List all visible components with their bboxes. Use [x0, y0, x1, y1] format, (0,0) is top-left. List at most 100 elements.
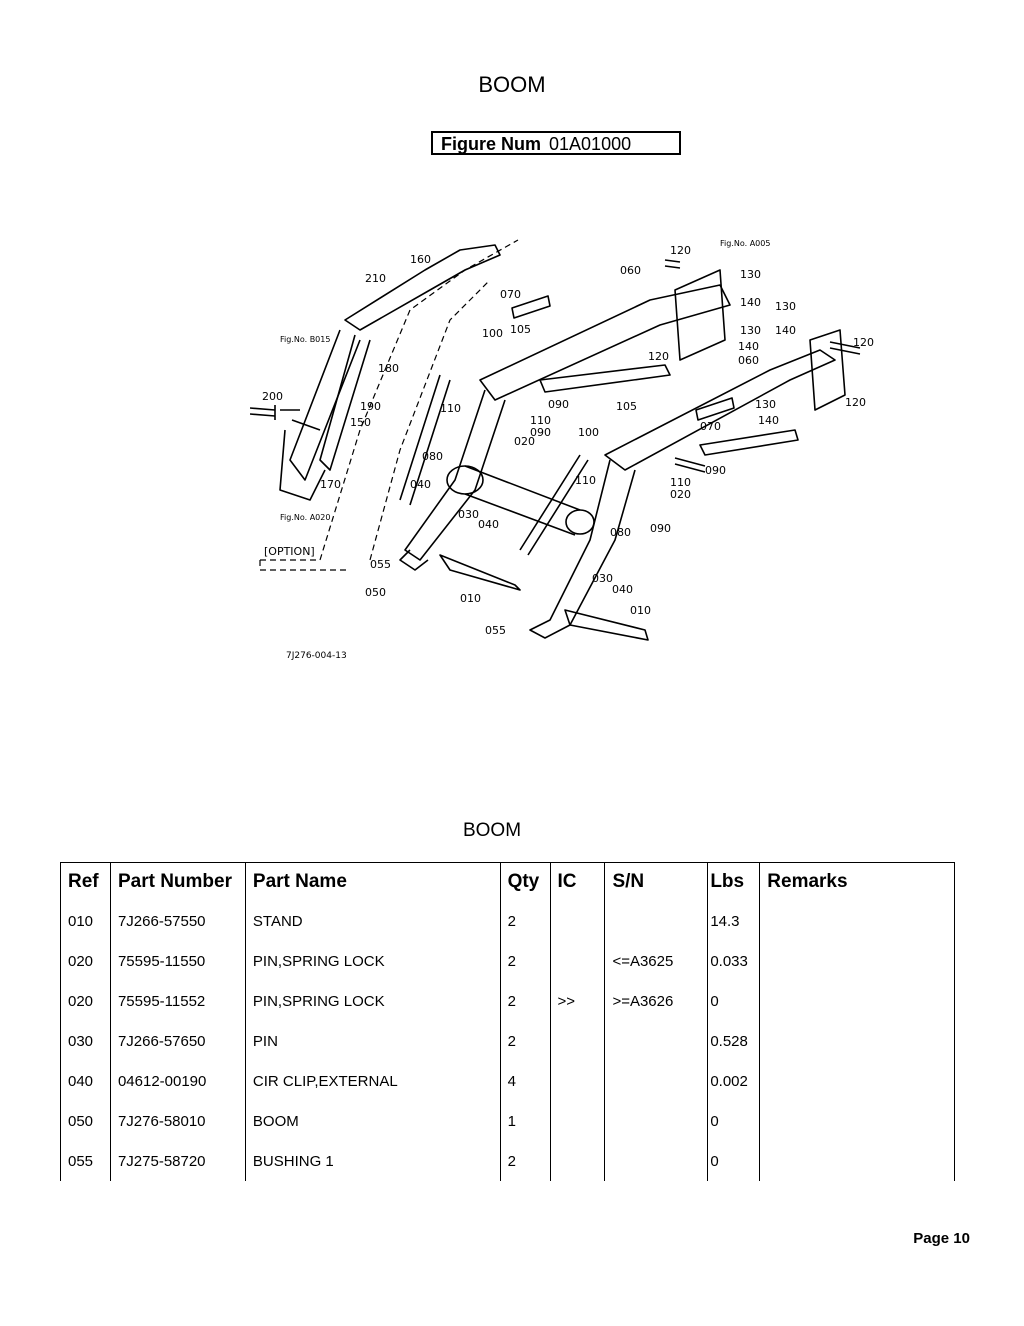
svg-text:090: 090: [530, 426, 551, 439]
cell-lbs: 0: [707, 1101, 760, 1141]
cell-sn: >=A3626: [604, 981, 708, 1021]
svg-text:020: 020: [514, 435, 535, 448]
svg-text:140: 140: [740, 296, 761, 309]
cell-ref: 020: [60, 981, 111, 1021]
header-lbs: Lbs: [707, 862, 760, 901]
cell-sn: [604, 1021, 708, 1061]
header-part-name: Part Name: [244, 862, 501, 901]
table-row: 050 7J276-58010 BOOM 1 0: [60, 1101, 955, 1141]
svg-text:180: 180: [378, 362, 399, 375]
page-number: Page 10: [913, 1230, 970, 1247]
svg-text:070: 070: [500, 288, 521, 301]
fig-ref-b015-left: Fig.No. B015: [280, 335, 330, 344]
cell-ic: [549, 1021, 605, 1061]
cell-qty: 2: [499, 981, 551, 1021]
cell-lbs: 0: [707, 1141, 760, 1181]
table-row: 020 75595-11552 PIN,SPRING LOCK 2 >> >=A…: [60, 981, 955, 1021]
svg-text:110: 110: [575, 474, 596, 487]
parts-table: Ref Part Number Part Name Qty IC S/N Lbs…: [60, 862, 955, 1181]
svg-text:130: 130: [740, 268, 761, 281]
svg-text:120: 120: [670, 244, 691, 257]
cell-part-name: PIN,SPRING LOCK: [244, 941, 501, 981]
cell-ref: 055: [60, 1141, 111, 1181]
svg-text:080: 080: [610, 526, 631, 539]
svg-text:110: 110: [670, 476, 691, 489]
cell-qty: 2: [499, 1141, 551, 1181]
cell-part-number: 75595-11552: [109, 981, 246, 1021]
cell-remarks: [759, 901, 955, 941]
svg-text:100: 100: [578, 426, 599, 439]
header-sn: S/N: [604, 862, 708, 901]
cell-remarks: [759, 1141, 955, 1181]
cell-lbs: 0: [707, 981, 760, 1021]
svg-text:120: 120: [845, 396, 866, 409]
svg-text:055: 055: [485, 624, 506, 637]
cell-part-number: 7J275-58720: [109, 1141, 246, 1181]
svg-text:090: 090: [705, 464, 726, 477]
cell-sn: [604, 901, 708, 941]
svg-text:010: 010: [460, 592, 481, 605]
cell-ic: [549, 941, 605, 981]
cell-qty: 1: [499, 1101, 551, 1141]
svg-text:055: 055: [370, 558, 391, 571]
header-qty: Qty: [499, 862, 551, 901]
cell-qty: 4: [499, 1061, 551, 1101]
svg-text:210: 210: [365, 272, 386, 285]
cell-part-number: 04612-00190: [109, 1061, 246, 1101]
svg-text:060: 060: [620, 264, 641, 277]
svg-text:130: 130: [755, 398, 776, 411]
cell-sn: [604, 1141, 708, 1181]
svg-text:200: 200: [262, 390, 283, 403]
cell-ic: [549, 1101, 605, 1141]
svg-text:105: 105: [616, 400, 637, 413]
svg-text:040: 040: [410, 478, 431, 491]
svg-text:040: 040: [478, 518, 499, 531]
svg-text:170: 170: [320, 478, 341, 491]
svg-text:090: 090: [548, 398, 569, 411]
cell-part-name: PIN: [244, 1021, 501, 1061]
figure-number-value: 01A01000: [549, 134, 632, 154]
svg-text:080: 080: [422, 450, 443, 463]
header-remarks: Remarks: [759, 862, 955, 901]
svg-text:030: 030: [592, 572, 613, 585]
cell-part-name: CIR CLIP,EXTERNAL: [244, 1061, 501, 1101]
cell-part-number: 7J276-58010: [109, 1101, 246, 1141]
cell-part-name: PIN,SPRING LOCK: [244, 981, 501, 1021]
cell-lbs: 14.3: [707, 901, 760, 941]
svg-text:160: 160: [410, 253, 431, 266]
cell-ref: 050: [60, 1101, 111, 1141]
header-part-number: Part Number: [109, 862, 246, 901]
cell-lbs: 0.528: [707, 1021, 760, 1061]
table-row: 040 04612-00190 CIR CLIP,EXTERNAL 4 0.00…: [60, 1061, 955, 1101]
cell-ic: >>: [549, 981, 605, 1021]
cell-ic: [549, 1141, 605, 1181]
cell-part-name: BOOM: [244, 1101, 501, 1141]
svg-text:105: 105: [510, 323, 531, 336]
svg-text:040: 040: [612, 583, 633, 596]
svg-text:190: 190: [360, 400, 381, 413]
cell-remarks: [759, 1021, 955, 1061]
fig-ref-a020: Fig.No. A020: [280, 513, 330, 522]
svg-text:070: 070: [700, 420, 721, 433]
svg-text:020: 020: [670, 488, 691, 501]
cell-lbs: 0.002: [707, 1061, 760, 1101]
svg-text:100: 100: [482, 327, 503, 340]
cell-ref: 030: [60, 1021, 111, 1061]
cell-sn: <=A3625: [604, 941, 708, 981]
svg-text:130: 130: [775, 300, 796, 313]
cell-part-number: 7J266-57550: [109, 901, 246, 941]
svg-text:120: 120: [648, 350, 669, 363]
cell-remarks: [759, 1061, 955, 1101]
svg-text:130: 130: [740, 324, 761, 337]
cell-part-number: 7J266-57650: [109, 1021, 246, 1061]
cell-ic: [549, 1061, 605, 1101]
svg-text:010: 010: [630, 604, 651, 617]
svg-text:120: 120: [853, 336, 874, 349]
option-label: [OPTION]: [264, 545, 315, 558]
cell-ic: [549, 901, 605, 941]
cell-ref: 020: [60, 941, 111, 981]
table-row: 010 7J266-57550 STAND 2 14.3: [60, 901, 955, 941]
svg-text:110: 110: [440, 402, 461, 415]
